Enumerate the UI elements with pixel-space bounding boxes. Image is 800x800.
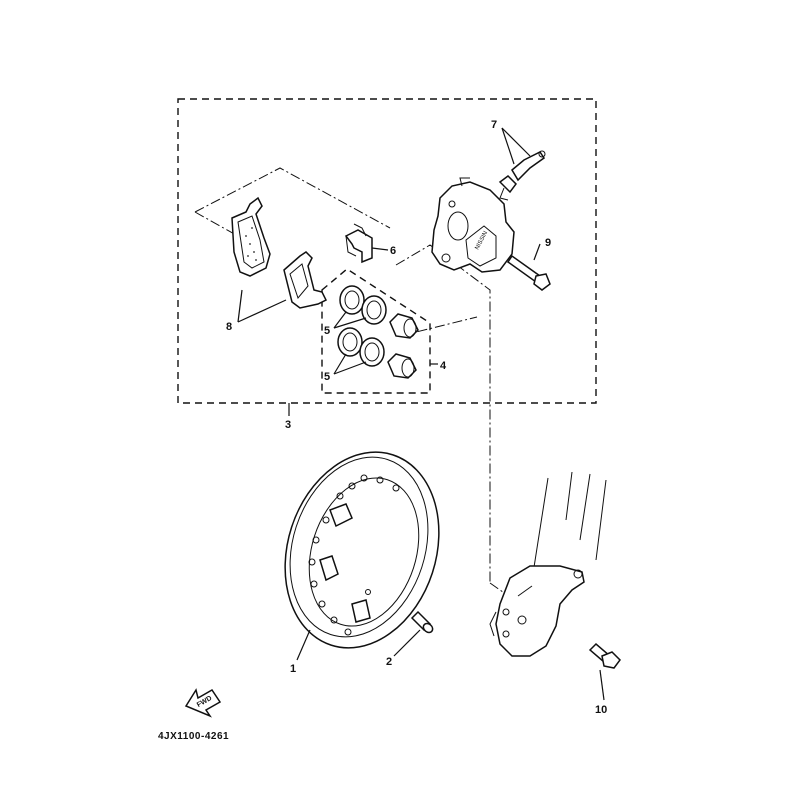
front-fork-leg [489, 471, 607, 657]
piston-seals [337, 285, 387, 367]
callout-2: 2 [386, 656, 392, 668]
disc-bolt [410, 610, 434, 634]
drawing-code: 4JX1100-4261 [158, 731, 229, 742]
callout-3: 3 [285, 419, 291, 431]
forward-arrow-icon: FWD [184, 688, 222, 718]
callout-5-lower: 5 [324, 371, 330, 383]
seal-kit-outline [321, 268, 431, 394]
callout-1: 1 [290, 663, 296, 675]
caliper-bracket-bolt [588, 642, 621, 669]
callout-5-upper: 5 [324, 325, 330, 337]
bleed-screw [498, 150, 546, 201]
brake-pad-right [283, 251, 328, 309]
caliper-assembly-outline [177, 98, 597, 404]
callout-9: 9 [545, 237, 551, 249]
pad-support-clip [344, 223, 373, 264]
brake-pistons [387, 313, 419, 379]
brake-disc [284, 451, 440, 649]
callout-4: 4 [440, 360, 447, 372]
caliper-body: NISSIN [431, 177, 515, 273]
brake-pad-left [231, 196, 271, 277]
callout-10: 10 [595, 704, 607, 716]
caliper-pin-bolt [506, 254, 551, 291]
callout-7: 7 [491, 119, 497, 131]
callout-6: 6 [390, 245, 396, 257]
callout-8: 8 [226, 321, 232, 333]
leader-lines [237, 127, 605, 701]
